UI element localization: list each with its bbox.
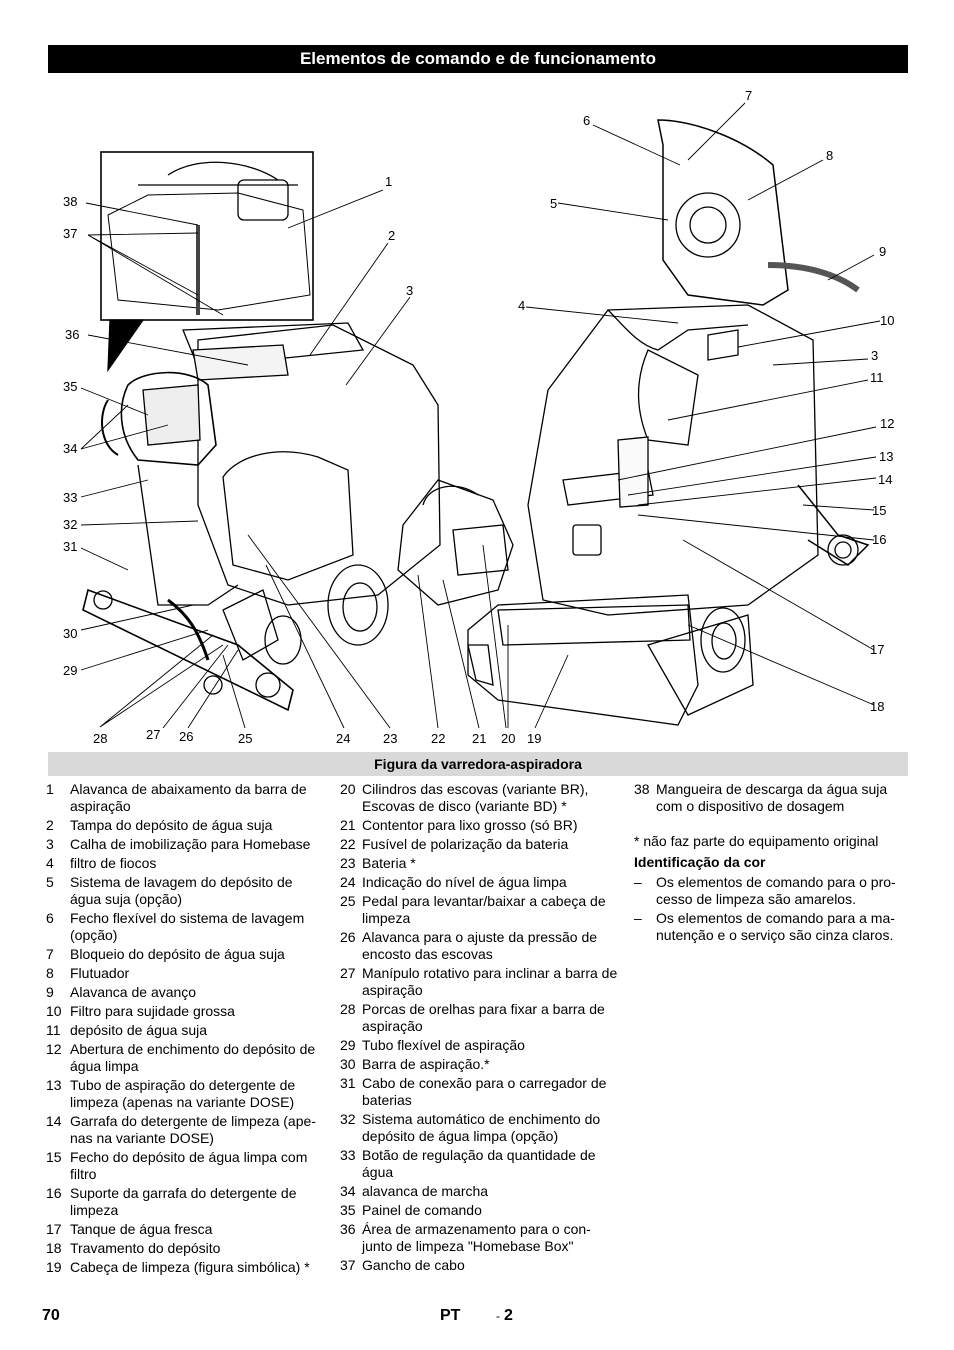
callout-label: 28: [93, 731, 107, 746]
callout-label: 37: [63, 226, 77, 241]
callout-label: 21: [472, 731, 486, 746]
callout-label: 23: [383, 731, 397, 746]
callout-label: 32: [63, 517, 77, 532]
callout-label: 33: [63, 490, 77, 505]
callout-label: 1: [385, 174, 392, 189]
callout-label: 7: [745, 88, 752, 103]
page-number: 70: [42, 1307, 60, 1324]
callout-label: 30: [63, 626, 77, 641]
callout-label: 26: [179, 729, 193, 744]
callout-label: 36: [65, 327, 79, 342]
callout-label: 31: [63, 539, 77, 554]
sub-page: -2: [496, 1307, 513, 1324]
footnote: * não faz parte do equipamento original: [634, 833, 879, 849]
callout-label: 20: [501, 731, 515, 746]
detail-inset: [100, 151, 314, 321]
callout-label: 17: [870, 642, 884, 657]
callout-label: 27: [146, 727, 160, 742]
callout-numbers: 1 2 3 38 37 36 35 34 33 32 31 30 29 28 2…: [63, 88, 894, 746]
callout-label: 11: [870, 370, 884, 385]
callout-label: 3: [871, 348, 878, 363]
machine-figure: 1 2 3 38 37 36 35 34 33 32 31 30 29 28 2…: [48, 85, 908, 750]
callout-label: 4: [518, 298, 525, 313]
color-heading: Identificação da cor: [634, 854, 766, 870]
callout-label: 2: [388, 228, 395, 243]
callout-label: 25: [238, 731, 252, 746]
callout-label: 22: [431, 731, 445, 746]
callout-label: 35: [63, 379, 77, 394]
callout-label: 19: [527, 731, 541, 746]
callout-label: 16: [872, 532, 886, 547]
color-item: –Os elementos de comando para o pro-cess…: [634, 874, 896, 907]
section-title: Elementos de comando e de funcionamento: [48, 45, 908, 73]
scrubber-drawing: 1 2 3 38 37 36 35 34 33 32 31 30 29 28 2…: [63, 88, 894, 746]
callout-label: 8: [826, 148, 833, 163]
figure-caption: Figura da varredora-aspiradora: [48, 752, 908, 776]
callout-label: 3: [406, 283, 413, 298]
callout-label: 12: [880, 416, 894, 431]
callout-label: 13: [879, 449, 893, 464]
callout-label: 6: [583, 113, 590, 128]
language-code: PT: [440, 1307, 461, 1324]
callout-label: 9: [879, 244, 886, 259]
callout-label: 14: [878, 472, 892, 487]
callout-label: 24: [336, 731, 350, 746]
callout-label: 38: [63, 194, 77, 209]
callout-label: 34: [63, 441, 77, 456]
callout-label: 18: [870, 699, 884, 714]
callout-label: 5: [550, 196, 557, 211]
callout-label: 10: [880, 313, 894, 328]
color-item: –Os elementos de comando para a ma-nuten…: [634, 910, 895, 943]
callout-label: 15: [872, 503, 886, 518]
callout-label: 29: [63, 663, 77, 678]
